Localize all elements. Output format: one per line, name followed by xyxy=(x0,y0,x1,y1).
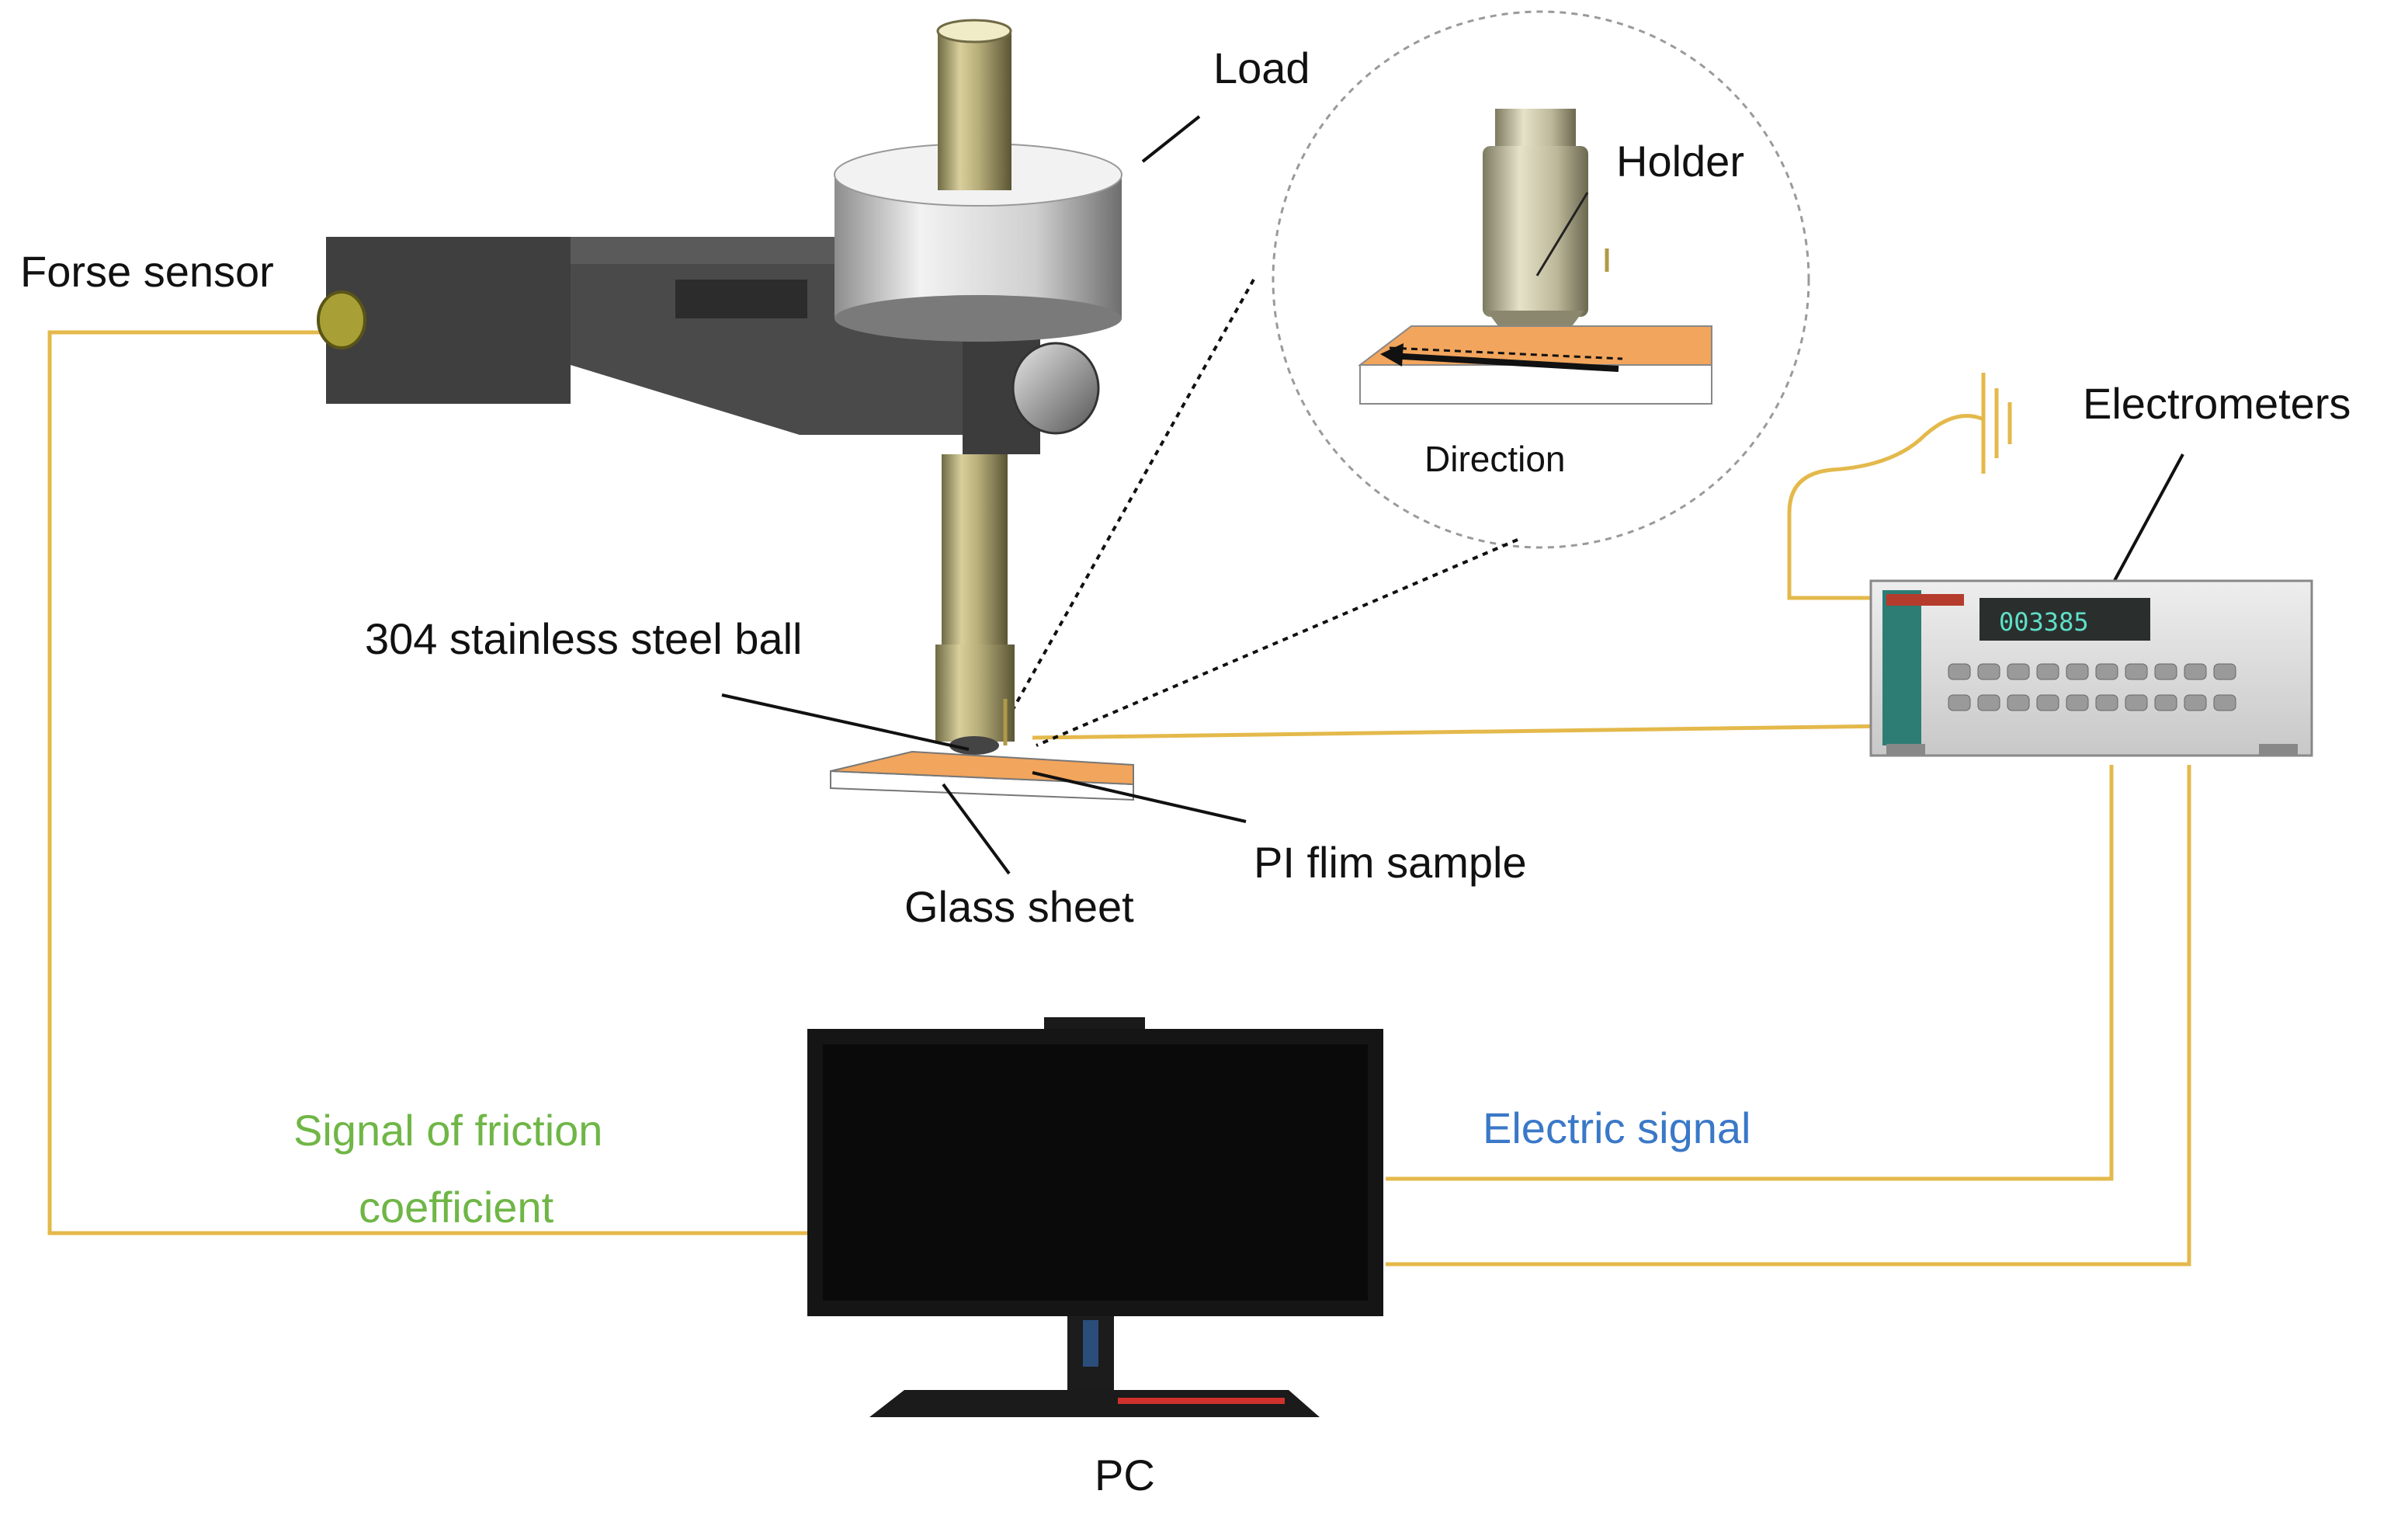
pc-label: PC xyxy=(1095,1451,1155,1499)
detail-holder xyxy=(1483,109,1609,353)
force-sensor-knob-icon xyxy=(317,290,366,349)
ball-leader xyxy=(721,693,970,751)
stainless-steel-ball-label: 304 stainless steel ball xyxy=(365,614,803,663)
friction-signal-label-line1: Signal of friction xyxy=(293,1106,603,1155)
electrometer-display-text: 003385 xyxy=(1999,607,2089,637)
ground-wire xyxy=(1787,414,1984,600)
electrometers-leader xyxy=(2110,453,2184,587)
zoom-lines xyxy=(1000,279,1518,747)
friction-signal-label-line2: coefficient xyxy=(359,1183,554,1232)
signal-wires xyxy=(47,330,2191,1267)
pi-film-sample-label: PI flim sample xyxy=(1254,838,1527,887)
pc-monitor xyxy=(807,1017,1383,1417)
detail-sample xyxy=(1358,325,1712,405)
force-sensor-wire xyxy=(47,330,807,1235)
vertical-rod xyxy=(935,19,1015,755)
glass-sheet-label: Glass sheet xyxy=(904,882,1134,931)
direction-label: Direction xyxy=(1424,439,1566,479)
leader-lines xyxy=(721,115,2184,875)
load-leader xyxy=(1141,115,1201,163)
load-label: Load xyxy=(1213,43,1310,92)
sample-on-glass xyxy=(830,750,1134,801)
ground-icon xyxy=(1981,373,2012,474)
direction-arrow xyxy=(1389,353,1619,372)
electrometer-to-pc-wire-lower xyxy=(1386,765,2191,1267)
electrometer-device: 003385 xyxy=(1869,579,2313,757)
electrometers-label: Electrometers xyxy=(2083,379,2351,428)
glass-sheet-leader xyxy=(942,783,1011,875)
force-sensor-arm xyxy=(317,237,1100,454)
electric-signal-label: Electric signal xyxy=(1483,1103,1751,1152)
pi-film-leader xyxy=(1032,771,1247,823)
holder-label: Holder xyxy=(1616,137,1744,186)
side-knob-icon xyxy=(1011,342,1100,435)
forse-sensor-label: Forse sensor xyxy=(20,247,274,296)
sample-to-electrometer-wire xyxy=(1032,724,1891,740)
electrometer-to-pc-wire-upper xyxy=(1386,765,2114,1181)
